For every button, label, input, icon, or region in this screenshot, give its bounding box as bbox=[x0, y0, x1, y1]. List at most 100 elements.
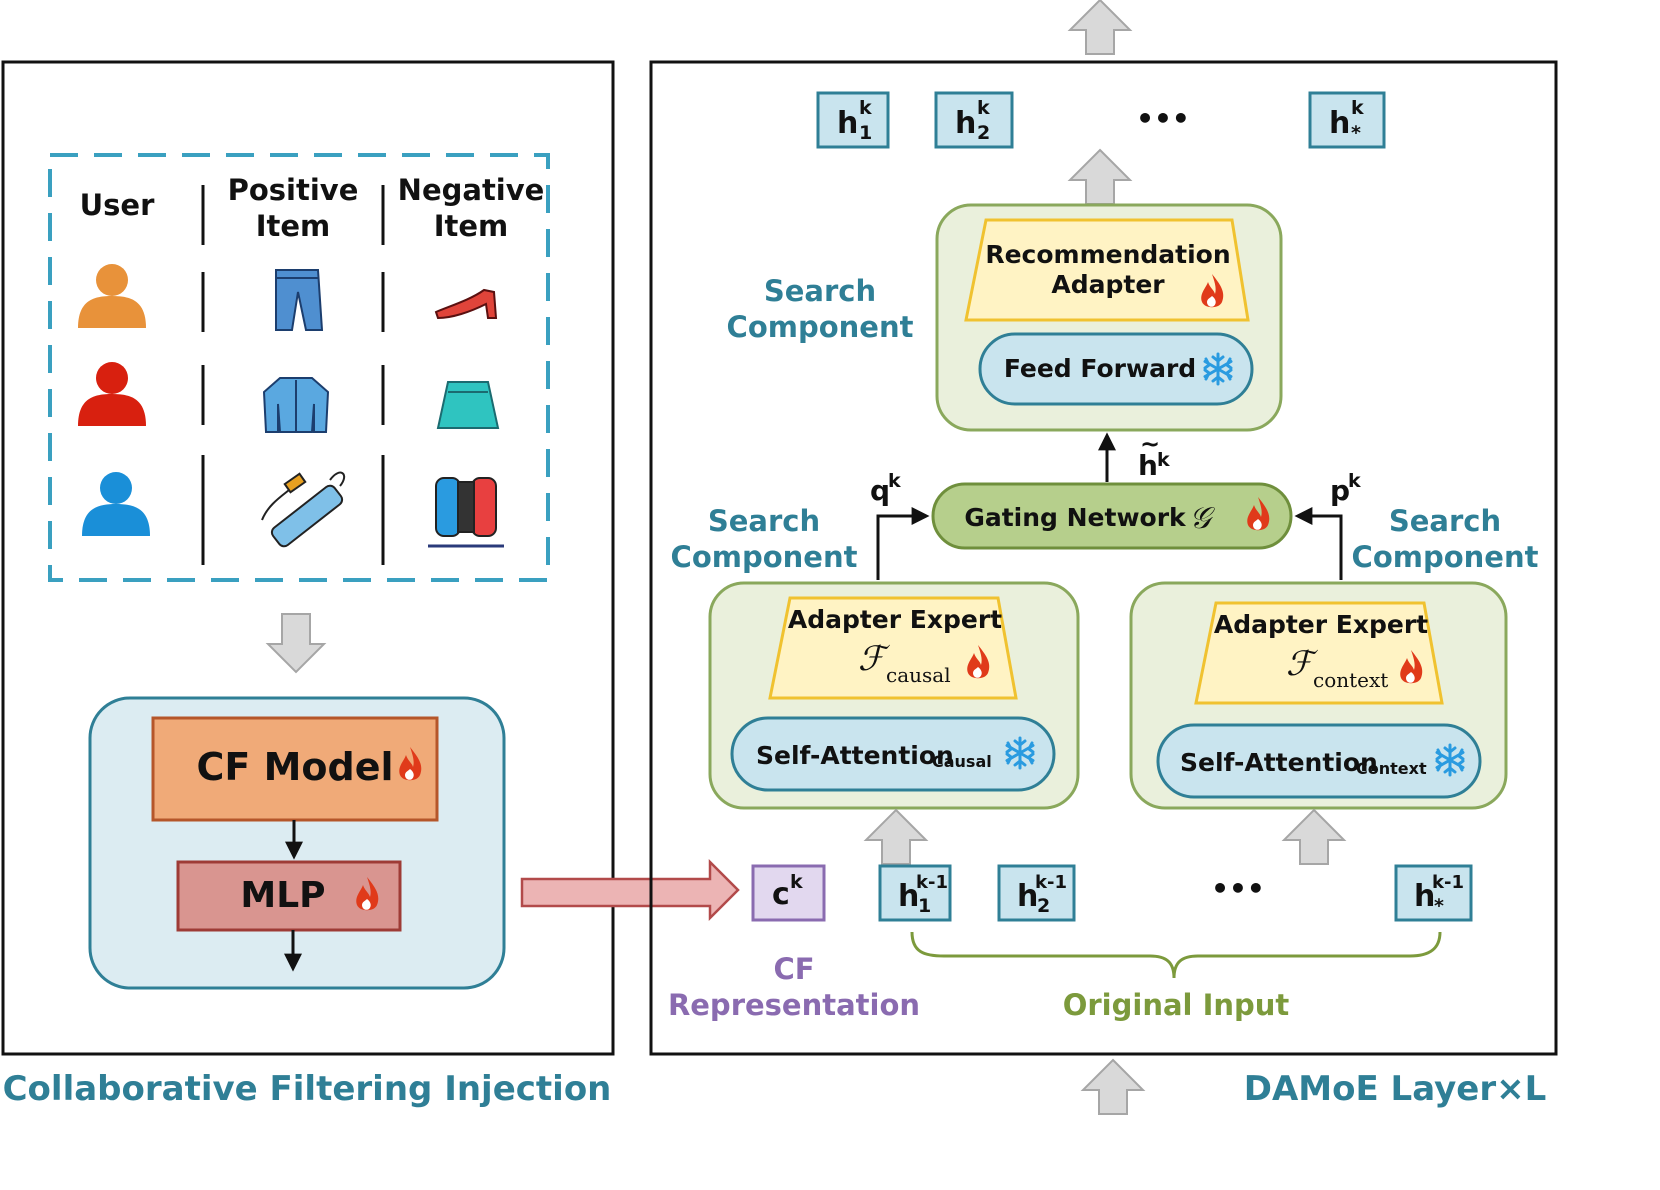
damoe-layer-panel: h k 1 h k 2 ••• h k * Recommendation Ada… bbox=[649, 0, 1558, 1115]
down-arrow-icon bbox=[265, 613, 327, 674]
p-arrow bbox=[1294, 507, 1343, 580]
output-ellipsis: ••• bbox=[1136, 102, 1190, 135]
output-token-star: h k * bbox=[1308, 91, 1386, 149]
input-token-2: h k-1 2 bbox=[997, 864, 1076, 922]
cf-injection-arrow bbox=[520, 858, 740, 922]
svg-text:*: * bbox=[1351, 122, 1361, 144]
h-tilde-label: h ~ k bbox=[1138, 430, 1170, 482]
svg-text:k: k bbox=[888, 470, 901, 492]
search-component-left-line2: Component bbox=[671, 540, 858, 574]
svg-text:h: h bbox=[1138, 449, 1158, 482]
self-attention-context-label: Self-Attention Context bbox=[1180, 748, 1427, 778]
svg-text:k: k bbox=[1348, 470, 1361, 492]
interaction-table-frame bbox=[48, 153, 550, 582]
high-heel-shoe-icon bbox=[434, 288, 498, 320]
svg-text:h: h bbox=[1414, 879, 1435, 914]
gating-network-label: Gating Network bbox=[964, 503, 1187, 532]
adapter-expert-causal-title: Adapter Expert bbox=[788, 605, 1002, 634]
original-input-label: Original Input bbox=[1063, 988, 1290, 1022]
power-strip-icon bbox=[261, 471, 346, 548]
input-token-star: h k-1 * bbox=[1394, 864, 1473, 922]
search-component-right-line2: Component bbox=[1352, 540, 1539, 574]
up-arrow-icon bbox=[1069, 149, 1131, 205]
svg-text:k-1: k-1 bbox=[1035, 872, 1067, 893]
recommendation-adapter-line2: Adapter bbox=[1051, 270, 1165, 299]
cf-vector-token: c k bbox=[751, 864, 826, 922]
header-positive-line2: Item bbox=[256, 209, 331, 243]
svg-text:Self-Attention: Self-Attention bbox=[1180, 748, 1378, 777]
p-label: p k bbox=[1330, 470, 1361, 507]
header-positive-line1: Positive bbox=[228, 173, 359, 207]
svg-text:k-1: k-1 bbox=[1432, 872, 1464, 893]
column-dividers bbox=[201, 185, 385, 565]
svg-text:Causal: Causal bbox=[932, 752, 992, 771]
user-icon-orange bbox=[78, 264, 146, 328]
input-ellipsis: ••• bbox=[1211, 872, 1265, 905]
svg-text:h: h bbox=[898, 879, 919, 914]
svg-text:h: h bbox=[955, 106, 976, 141]
output-token-1: h k 1 bbox=[816, 91, 890, 149]
svg-text:k: k bbox=[1157, 449, 1170, 471]
skirt-icon bbox=[436, 381, 500, 429]
svg-text:h: h bbox=[837, 106, 858, 141]
cf-injection-panel: User Positive Item Negative Item bbox=[1, 60, 615, 1109]
adapter-expert-context-box bbox=[1194, 601, 1444, 705]
damoe-layer-caption: DAMoE Layer×L bbox=[1244, 1069, 1547, 1109]
svg-text:k: k bbox=[859, 97, 872, 119]
svg-text:causal: causal bbox=[886, 663, 951, 687]
recommendation-adapter-line1: Recommendation bbox=[985, 240, 1230, 269]
self-attention-causal-box bbox=[730, 716, 1056, 792]
gating-network-box bbox=[931, 482, 1293, 550]
cf-injection-caption: Collaborative Filtering Injection bbox=[3, 1069, 612, 1109]
svg-text:Context: Context bbox=[1356, 759, 1427, 778]
user-icon-red bbox=[78, 362, 146, 426]
svg-text:k-1: k-1 bbox=[916, 872, 948, 893]
q-arrow bbox=[876, 507, 930, 580]
svg-text:q: q bbox=[870, 474, 890, 507]
original-input-brace bbox=[910, 931, 1442, 979]
feed-forward-box bbox=[978, 332, 1254, 406]
up-arrow-icon bbox=[1283, 809, 1345, 865]
jeans-icon bbox=[275, 269, 324, 331]
game-controller-icon bbox=[428, 477, 504, 548]
denim-jacket-icon bbox=[262, 377, 330, 433]
recommendation-adapter-box bbox=[964, 218, 1250, 322]
search-component-right-line1: Search bbox=[1389, 504, 1501, 538]
svg-text:1: 1 bbox=[859, 122, 872, 144]
svg-text:Self-Attention: Self-Attention bbox=[756, 741, 954, 770]
cf-panel-border bbox=[1, 60, 615, 1056]
cf-model-label: CF Model bbox=[197, 745, 394, 789]
cf-representation-line2: Representation bbox=[668, 988, 920, 1022]
svg-text:1: 1 bbox=[918, 895, 931, 917]
search-component-top-line1: Search bbox=[764, 274, 876, 308]
svg-text:p: p bbox=[1330, 474, 1350, 507]
search-component-top-line2: Component bbox=[727, 310, 914, 344]
svg-text:2: 2 bbox=[977, 122, 990, 144]
adapter-expert-causal-box bbox=[768, 596, 1018, 700]
svg-text:*: * bbox=[1434, 895, 1444, 917]
svg-text:~: ~ bbox=[1140, 430, 1160, 458]
adapter-expert-context-title: Adapter Expert bbox=[1214, 610, 1428, 639]
header-negative-line1: Negative bbox=[398, 173, 545, 207]
search-component-left-line1: Search bbox=[708, 504, 820, 538]
self-attention-context-box bbox=[1156, 723, 1482, 799]
svg-text:k: k bbox=[977, 97, 990, 119]
self-attention-causal-label: Self-Attention Causal bbox=[756, 741, 992, 771]
output-up-arrow-icon bbox=[1069, 0, 1131, 55]
svg-text:k: k bbox=[790, 871, 803, 893]
up-arrow-icon bbox=[865, 809, 927, 865]
q-label: q k bbox=[870, 470, 901, 507]
svg-text:k: k bbox=[1351, 97, 1364, 119]
header-user: User bbox=[80, 188, 155, 222]
input-up-arrow-icon bbox=[1082, 1059, 1144, 1115]
damoe-panel-border bbox=[649, 60, 1558, 1056]
svg-text:2: 2 bbox=[1037, 895, 1050, 917]
feed-forward-label: Feed Forward bbox=[1004, 354, 1196, 383]
svg-text:h: h bbox=[1017, 879, 1038, 914]
user-icon-blue bbox=[82, 472, 150, 536]
cf-representation-line1: CF bbox=[773, 952, 814, 986]
svg-text:c: c bbox=[772, 877, 790, 912]
mlp-label: MLP bbox=[240, 875, 325, 916]
svg-text:context: context bbox=[1313, 668, 1388, 692]
